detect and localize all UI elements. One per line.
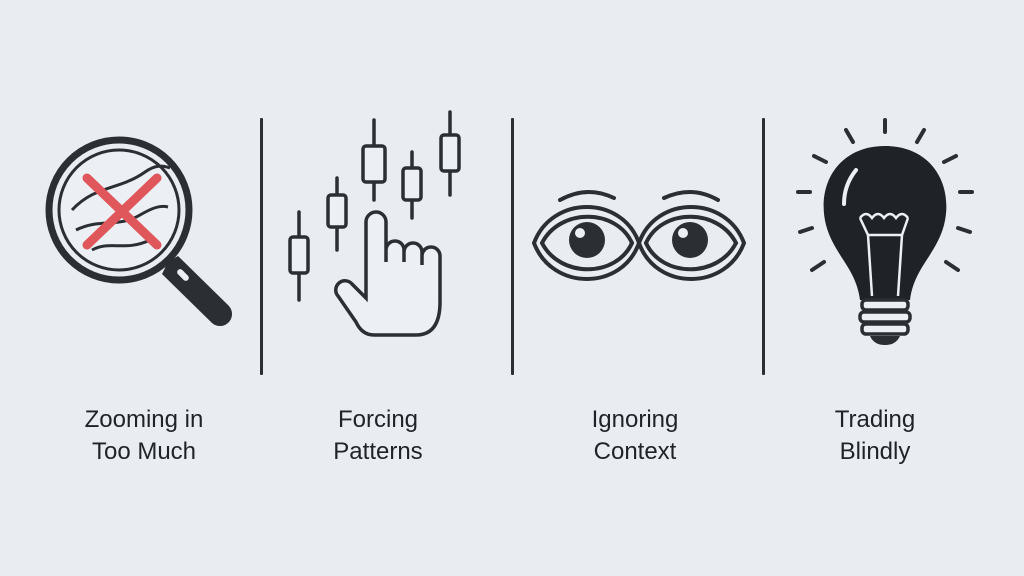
caption-line: Blindly	[839, 438, 911, 465]
panel-forcing	[256, 0, 512, 576]
panel-ignoring	[512, 0, 768, 576]
divider	[260, 118, 263, 375]
caption-zooming: Zooming in Too Much	[16, 404, 272, 468]
divider	[511, 118, 514, 375]
caption-trading: Trading Blindly	[747, 404, 1003, 468]
caption-ignoring: Ignoring Context	[507, 404, 763, 468]
caption-line: Zooming in	[84, 406, 204, 433]
divider	[762, 118, 765, 375]
caption-line: Ignoring	[591, 406, 679, 433]
eyes-icon	[531, 190, 747, 281]
candlestick-hand-icon	[288, 110, 461, 337]
caption-line: Context	[593, 438, 677, 465]
caption-forcing: Forcing Patterns	[250, 404, 506, 468]
caption-line: Forcing	[337, 406, 419, 433]
panel-zooming	[0, 0, 256, 576]
lightbulb-icon	[796, 118, 974, 345]
panel-trading	[768, 0, 1024, 576]
caption-line: Too Much	[91, 438, 197, 465]
magnifier-cross-icon	[45, 136, 233, 327]
caption-line: Patterns	[333, 438, 423, 465]
caption-line: Trading	[834, 406, 916, 433]
